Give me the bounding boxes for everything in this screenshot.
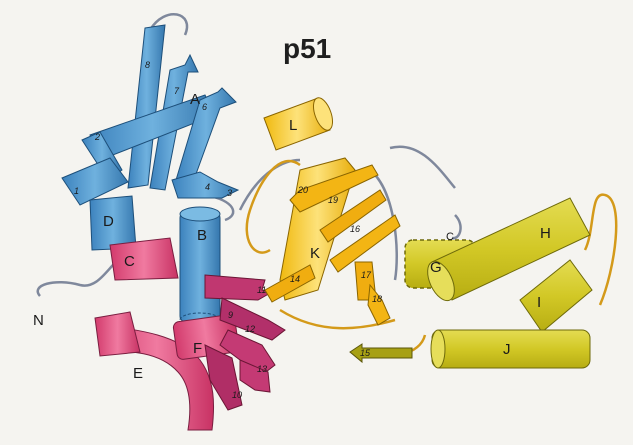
num-6: 6 bbox=[202, 102, 207, 112]
num-18: 18 bbox=[372, 294, 382, 304]
num-14: 14 bbox=[290, 274, 300, 284]
num-20: 20 bbox=[297, 185, 308, 195]
num-10: 10 bbox=[232, 390, 242, 400]
helix-I bbox=[520, 260, 592, 332]
label-G: G bbox=[430, 259, 442, 276]
helix-L bbox=[264, 95, 336, 150]
label-N-terminus: N bbox=[33, 312, 44, 329]
strand-18 bbox=[368, 285, 390, 325]
label-A: A bbox=[190, 91, 200, 108]
num-2: 2 bbox=[94, 132, 100, 142]
label-B: B bbox=[197, 227, 207, 244]
helix-B bbox=[180, 207, 220, 327]
label-J: J bbox=[503, 341, 511, 358]
label-I: I bbox=[537, 294, 541, 311]
label-L: L bbox=[289, 117, 297, 134]
num-15: 15 bbox=[360, 348, 371, 358]
helix-E-end bbox=[95, 312, 140, 356]
num-16: 16 bbox=[350, 224, 360, 234]
num-3: 3 bbox=[227, 188, 232, 198]
diagram-title: p51 bbox=[283, 33, 331, 64]
num-12: 12 bbox=[245, 324, 255, 334]
num-1: 1 bbox=[74, 186, 79, 196]
num-19: 19 bbox=[328, 195, 338, 205]
label-E: E bbox=[133, 365, 143, 382]
num-8: 8 bbox=[145, 60, 150, 70]
label-F: F bbox=[193, 340, 202, 357]
label-D: D bbox=[103, 213, 114, 230]
num-9: 9 bbox=[228, 310, 233, 320]
num-4: 4 bbox=[205, 182, 210, 192]
label-H: H bbox=[540, 225, 551, 242]
num-13: 13 bbox=[257, 364, 267, 374]
helix-J bbox=[431, 330, 590, 368]
helix-C bbox=[110, 238, 178, 280]
thumb-subdomain bbox=[264, 95, 400, 325]
label-C-terminus: C bbox=[446, 231, 454, 243]
num-17: 17 bbox=[361, 270, 372, 280]
label-C: C bbox=[124, 253, 135, 270]
label-K: K bbox=[310, 245, 320, 262]
num-11: 11 bbox=[257, 285, 266, 295]
